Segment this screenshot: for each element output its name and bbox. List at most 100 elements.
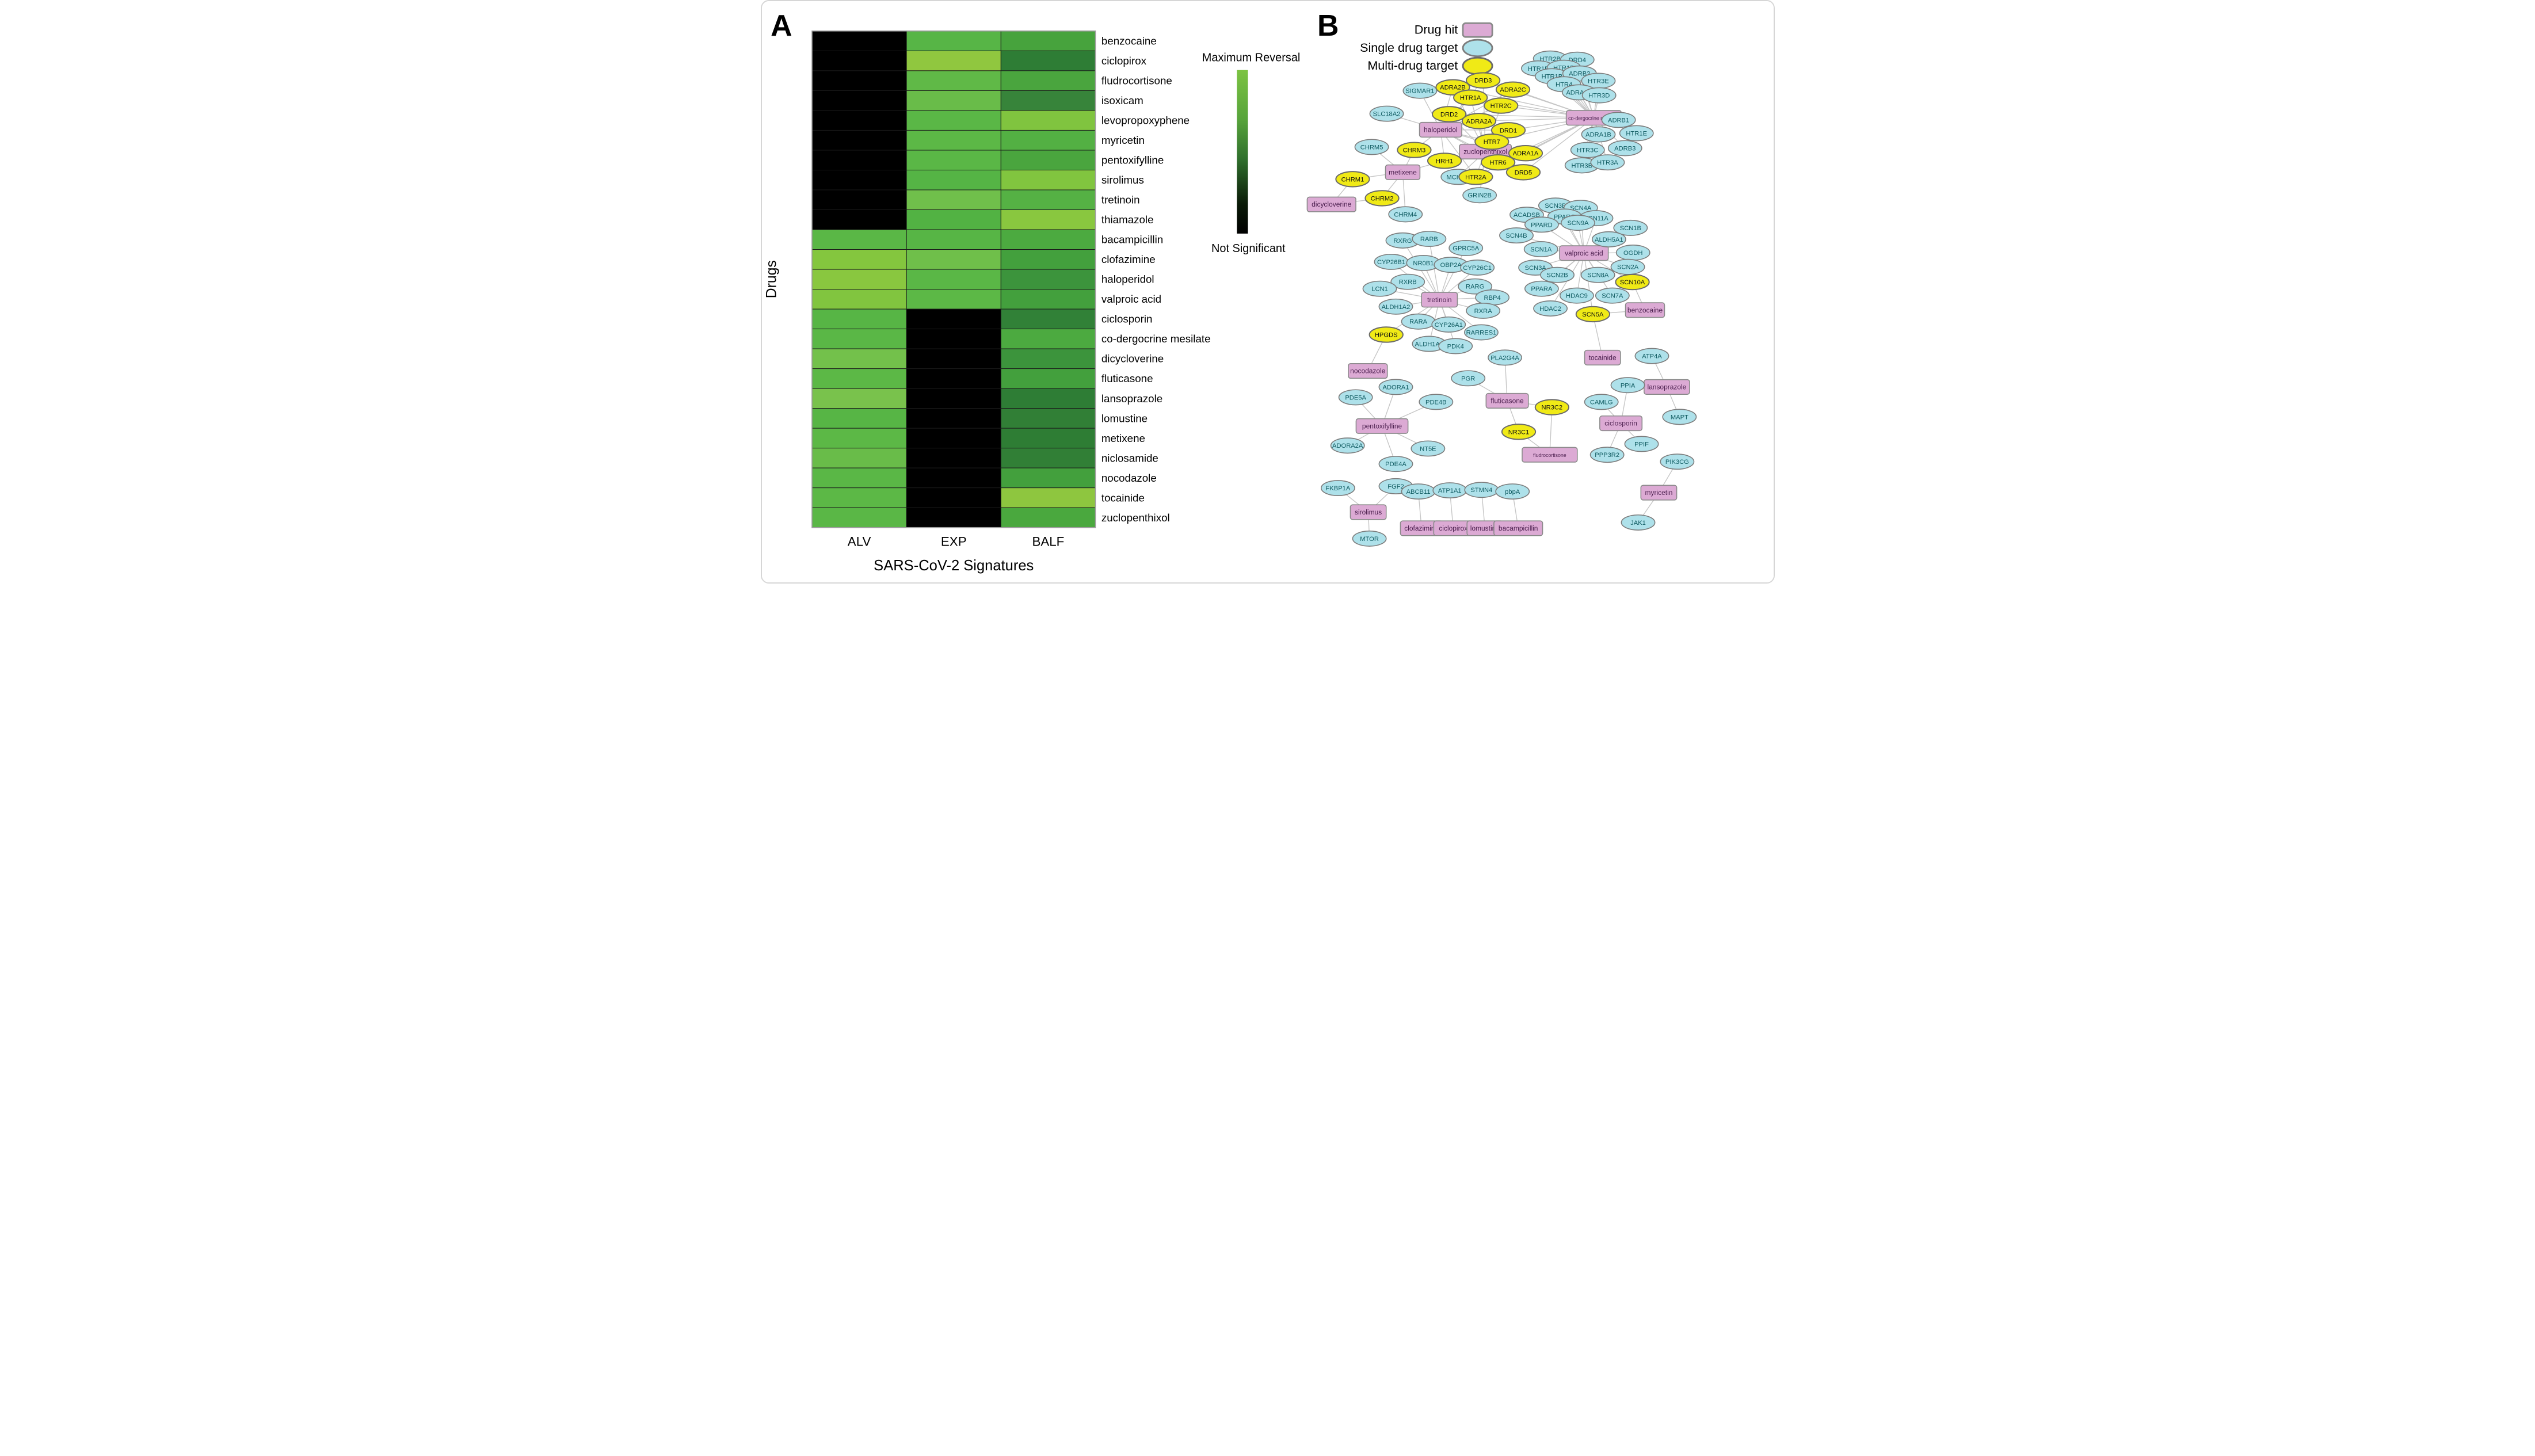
network-node-nr3c1: NR3C1 (1501, 424, 1536, 440)
heatmap-row-label: tocainide (1101, 491, 1144, 504)
multi-drug-target-node (1458, 169, 1493, 185)
target-gene-label: RARRES1 (1466, 329, 1496, 336)
network-node-mapt: MAPT (1661, 409, 1697, 425)
target-gene-label: ADRA2C (1500, 87, 1526, 94)
network-node-rxra: RXRA (1465, 302, 1500, 319)
heatmap-cell (1000, 50, 1096, 71)
single-drug-target-node (1352, 530, 1387, 547)
single-drug-target-node (1661, 409, 1697, 425)
heatmap-cell (906, 110, 1001, 131)
target-gene-label: ATP1A1 (1438, 487, 1461, 494)
network-node-abcb11: ABCB11 (1401, 483, 1436, 500)
heatmap-row-label: fluticasone (1101, 372, 1153, 384)
target-gene-label: HTR6 (1489, 159, 1506, 166)
heatmap-row-label: valproic acid (1101, 293, 1161, 305)
multi-drug-target-node (1396, 142, 1432, 158)
network-node-tocainide: tocainide (1584, 349, 1621, 365)
network-node-rxrb: RXRB (1390, 273, 1425, 290)
network-node-rbp4: RBP4 (1474, 289, 1509, 306)
network-node-hrh1: HRH1 (1427, 153, 1462, 169)
target-gene-label: MTOR (1360, 536, 1379, 543)
drug-hit-box (1419, 121, 1462, 138)
heatmap-row-label: nocodazole (1101, 472, 1156, 484)
target-gene-label: PIK3CG (1665, 459, 1688, 466)
heatmap-row-label: haloperidol (1101, 273, 1154, 285)
target-gene-label: SCN3B (1545, 203, 1566, 209)
target-gene-label: HTR3B (1571, 162, 1592, 169)
target-gene-label: LCN1 (1371, 286, 1388, 293)
heatmap-cell (906, 249, 1001, 270)
heatmap-cell (1000, 269, 1096, 290)
network-node-htr3b: HTR3B (1564, 157, 1599, 174)
drug-hit-label: dicycloverine (1312, 200, 1352, 208)
network-node-htr3a: HTR3A (1590, 154, 1625, 171)
drug-hit-box (1485, 392, 1529, 409)
network-node-fkbp1a: FKBP1A (1320, 480, 1355, 497)
single-drug-target-node (1560, 215, 1595, 231)
target-gene-label: HTR7 (1483, 139, 1500, 146)
multi-drug-target-node (1614, 273, 1650, 291)
target-gene-label: ACADSB (1514, 212, 1540, 219)
heatmap-cell (811, 150, 907, 170)
heatmap-border (811, 31, 1096, 528)
heatmap-cell (906, 388, 1001, 409)
heatmap-cell (906, 448, 1001, 468)
network-node-sirolimus: sirolimus (1350, 504, 1387, 520)
target-gene-label: SCN1B (1619, 225, 1641, 232)
target-gene-label: PPARA (1531, 286, 1553, 293)
network-node-tretinoin: tretinoin (1420, 292, 1458, 308)
heatmap-cell (811, 368, 907, 389)
single-drug-target-node (1450, 370, 1485, 387)
drug-hit-label: nocodazole (1350, 367, 1386, 375)
network-node-slc18a2: SLC18A2 (1369, 105, 1404, 122)
single-drug-target-node (1354, 139, 1389, 155)
target-gene-label: SCN7A (1602, 293, 1623, 300)
single-drug-target-node (1459, 259, 1495, 276)
target-gene-label: SCN10A (1619, 279, 1645, 286)
target-gene-label: SCN2B (1546, 272, 1568, 279)
single-drug-target-node (1607, 140, 1642, 157)
network-node-adrb1: ADRB1 (1601, 112, 1636, 128)
target-gene-label: CAMLG (1589, 399, 1613, 406)
network-node-adra1a: ADRA1A (1508, 145, 1543, 162)
heatmap-cell (811, 169, 907, 190)
network-node-aldh1a1: ALDH1A1 (1411, 336, 1446, 352)
single-drug-target-node (1539, 266, 1575, 283)
network-edge (1439, 247, 1466, 300)
single-drug-target-node (1320, 480, 1355, 497)
target-gene-label: PDE5A (1345, 394, 1366, 401)
drug-hit-label: bacampicillin (1498, 524, 1538, 532)
target-gene-label: HTR3C (1577, 147, 1598, 154)
drug-hit-box (1420, 292, 1458, 308)
network-node-bacampicillin: bacampicillin (1493, 520, 1543, 536)
network-node-ppif: PPIF (1624, 436, 1659, 452)
heatmap-row-label: lansoprazole (1101, 392, 1162, 405)
network-node-camlg: CAMLG (1584, 394, 1619, 410)
target-gene-label: SCN4B (1505, 232, 1527, 239)
target-gene-label: GRIN2B (1467, 192, 1492, 199)
single-drug-target-node (1613, 219, 1648, 236)
network-node-cyp26b1: CYP26B1 (1374, 253, 1408, 270)
target-gene-label: SCN4A (1570, 205, 1592, 212)
heatmap-cell (1000, 448, 1096, 468)
heatmap-row-label: sirolimus (1101, 174, 1143, 186)
network-node-pde4a: PDE4A (1378, 456, 1413, 472)
network-node-pdk4: PDK4 (1438, 338, 1473, 355)
single-drug-target-node (1410, 440, 1445, 457)
heatmap (811, 31, 1096, 528)
multi-drug-target-node (1335, 171, 1370, 188)
target-gene-label: RARB (1420, 236, 1438, 243)
heatmap-cell (906, 50, 1001, 71)
target-gene-label: NR3C1 (1508, 429, 1529, 436)
heatmap-cell (1000, 507, 1096, 528)
heatmap-row-label: metixene (1101, 432, 1145, 444)
target-gene-label: HTR3E (1588, 78, 1609, 85)
target-gene-label: OGDH (1623, 250, 1642, 257)
heatmap-cell (906, 487, 1001, 508)
heatmap-cell (906, 229, 1001, 250)
heatmap-cell (811, 329, 907, 349)
heatmap-cell (1000, 31, 1096, 51)
network-node-myricetin: myricetin (1640, 485, 1677, 501)
drug-hit-box (1347, 363, 1388, 379)
network-node-lcn1: LCN1 (1362, 280, 1397, 297)
